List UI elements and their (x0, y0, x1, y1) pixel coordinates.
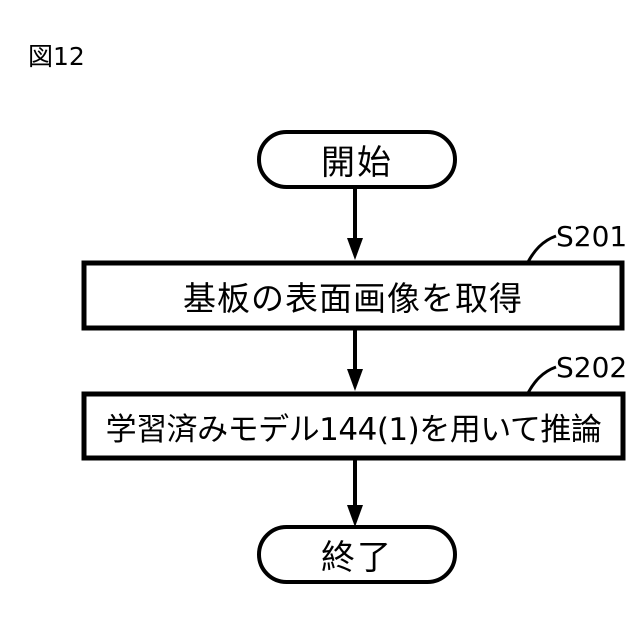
end-node-shape (257, 525, 457, 584)
process-1-shape (81, 260, 625, 331)
process-1-label: 基板の表面画像を取得 (183, 278, 523, 318)
figure-number-label: 図12 (28, 42, 85, 71)
process-2-shape (81, 391, 626, 461)
end-node-label: 終了 (321, 538, 393, 578)
connector-process-2-to-end (347, 458, 363, 527)
process-2-label: 学習済みモデル144(1)を用いて推論 (105, 411, 602, 448)
connector-start-to-process-1 (347, 187, 363, 260)
leader-line-s201 (526, 234, 557, 263)
step-label-s202: S202 (556, 351, 628, 384)
connector-process-1-to-process-2 (347, 328, 363, 391)
start-node-label: 開始 (321, 143, 393, 183)
leader-line-s202 (526, 365, 557, 394)
step-label-s201: S201 (556, 220, 628, 253)
